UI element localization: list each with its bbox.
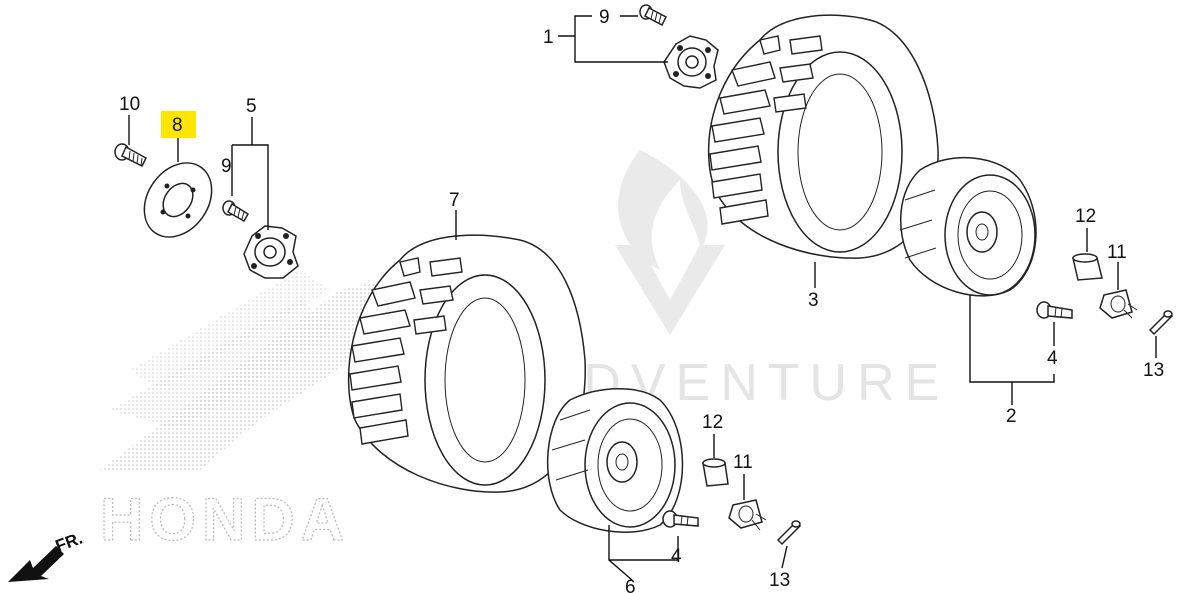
callout-5[interactable]: 5 [246,96,257,117]
cap-part-12-right [1072,253,1103,281]
wheel-part-6 [546,388,684,533]
callout-13-right[interactable]: 13 [1143,360,1164,381]
cotter-pin-part-13-right [1148,310,1174,336]
front-direction-indicator: FR. [8,529,85,582]
bolt-part-9-left [222,200,250,223]
bolt-part-9-top [639,4,667,27]
valve-stem-part-4-right [1036,301,1073,319]
cotter-pin-part-13-left [776,520,802,546]
tire-7-tread [349,257,463,445]
hub-part-1 [663,35,719,89]
valve-stem-part-4-left [662,510,699,528]
arrow-front-icon [8,546,64,582]
cap-part-12-left [702,458,729,487]
nut-part-11-right [1099,289,1138,319]
callout-1[interactable]: 1 [543,27,554,48]
callout-11-right[interactable]: 11 [1107,242,1127,263]
callout-12-right[interactable]: 12 [1075,206,1096,227]
honda-wordmark: HONDA [100,486,350,553]
bolt-part-10 [114,143,147,168]
direction-label: FR. [53,529,85,556]
nut-part-11-left [728,499,767,531]
callout-3[interactable]: 3 [808,290,819,311]
tire-part-7 [347,234,586,493]
callout-9-left[interactable]: 9 [221,156,232,177]
tire-3-tread [709,35,823,225]
callout-9-top[interactable]: 9 [599,7,610,28]
callout-11-left[interactable]: 11 [733,452,753,473]
highlight-box-part-8 [161,111,196,138]
tire-part-3 [707,14,939,259]
callout-4-left[interactable]: 4 [671,546,682,567]
leader-lines [128,15,1157,581]
callout-labels: 10 8 5 9 7 1 9 3 12 11 4 13 2 12 11 4 6 … [119,7,1164,593]
callout-13-left[interactable]: 13 [769,570,790,591]
disc-plate-part-8 [143,162,213,238]
callout-12-left[interactable]: 12 [702,412,723,433]
hub-part-5 [243,225,299,279]
callout-10[interactable]: 10 [119,94,140,115]
callout-6[interactable]: 6 [625,577,636,593]
callout-8[interactable]: 8 [172,115,183,136]
watermark-logo [615,150,725,335]
callout-7[interactable]: 7 [449,190,460,211]
callout-2[interactable]: 2 [1006,406,1017,427]
callout-4-right[interactable]: 4 [1047,348,1058,369]
wheel-part-2 [899,157,1037,297]
